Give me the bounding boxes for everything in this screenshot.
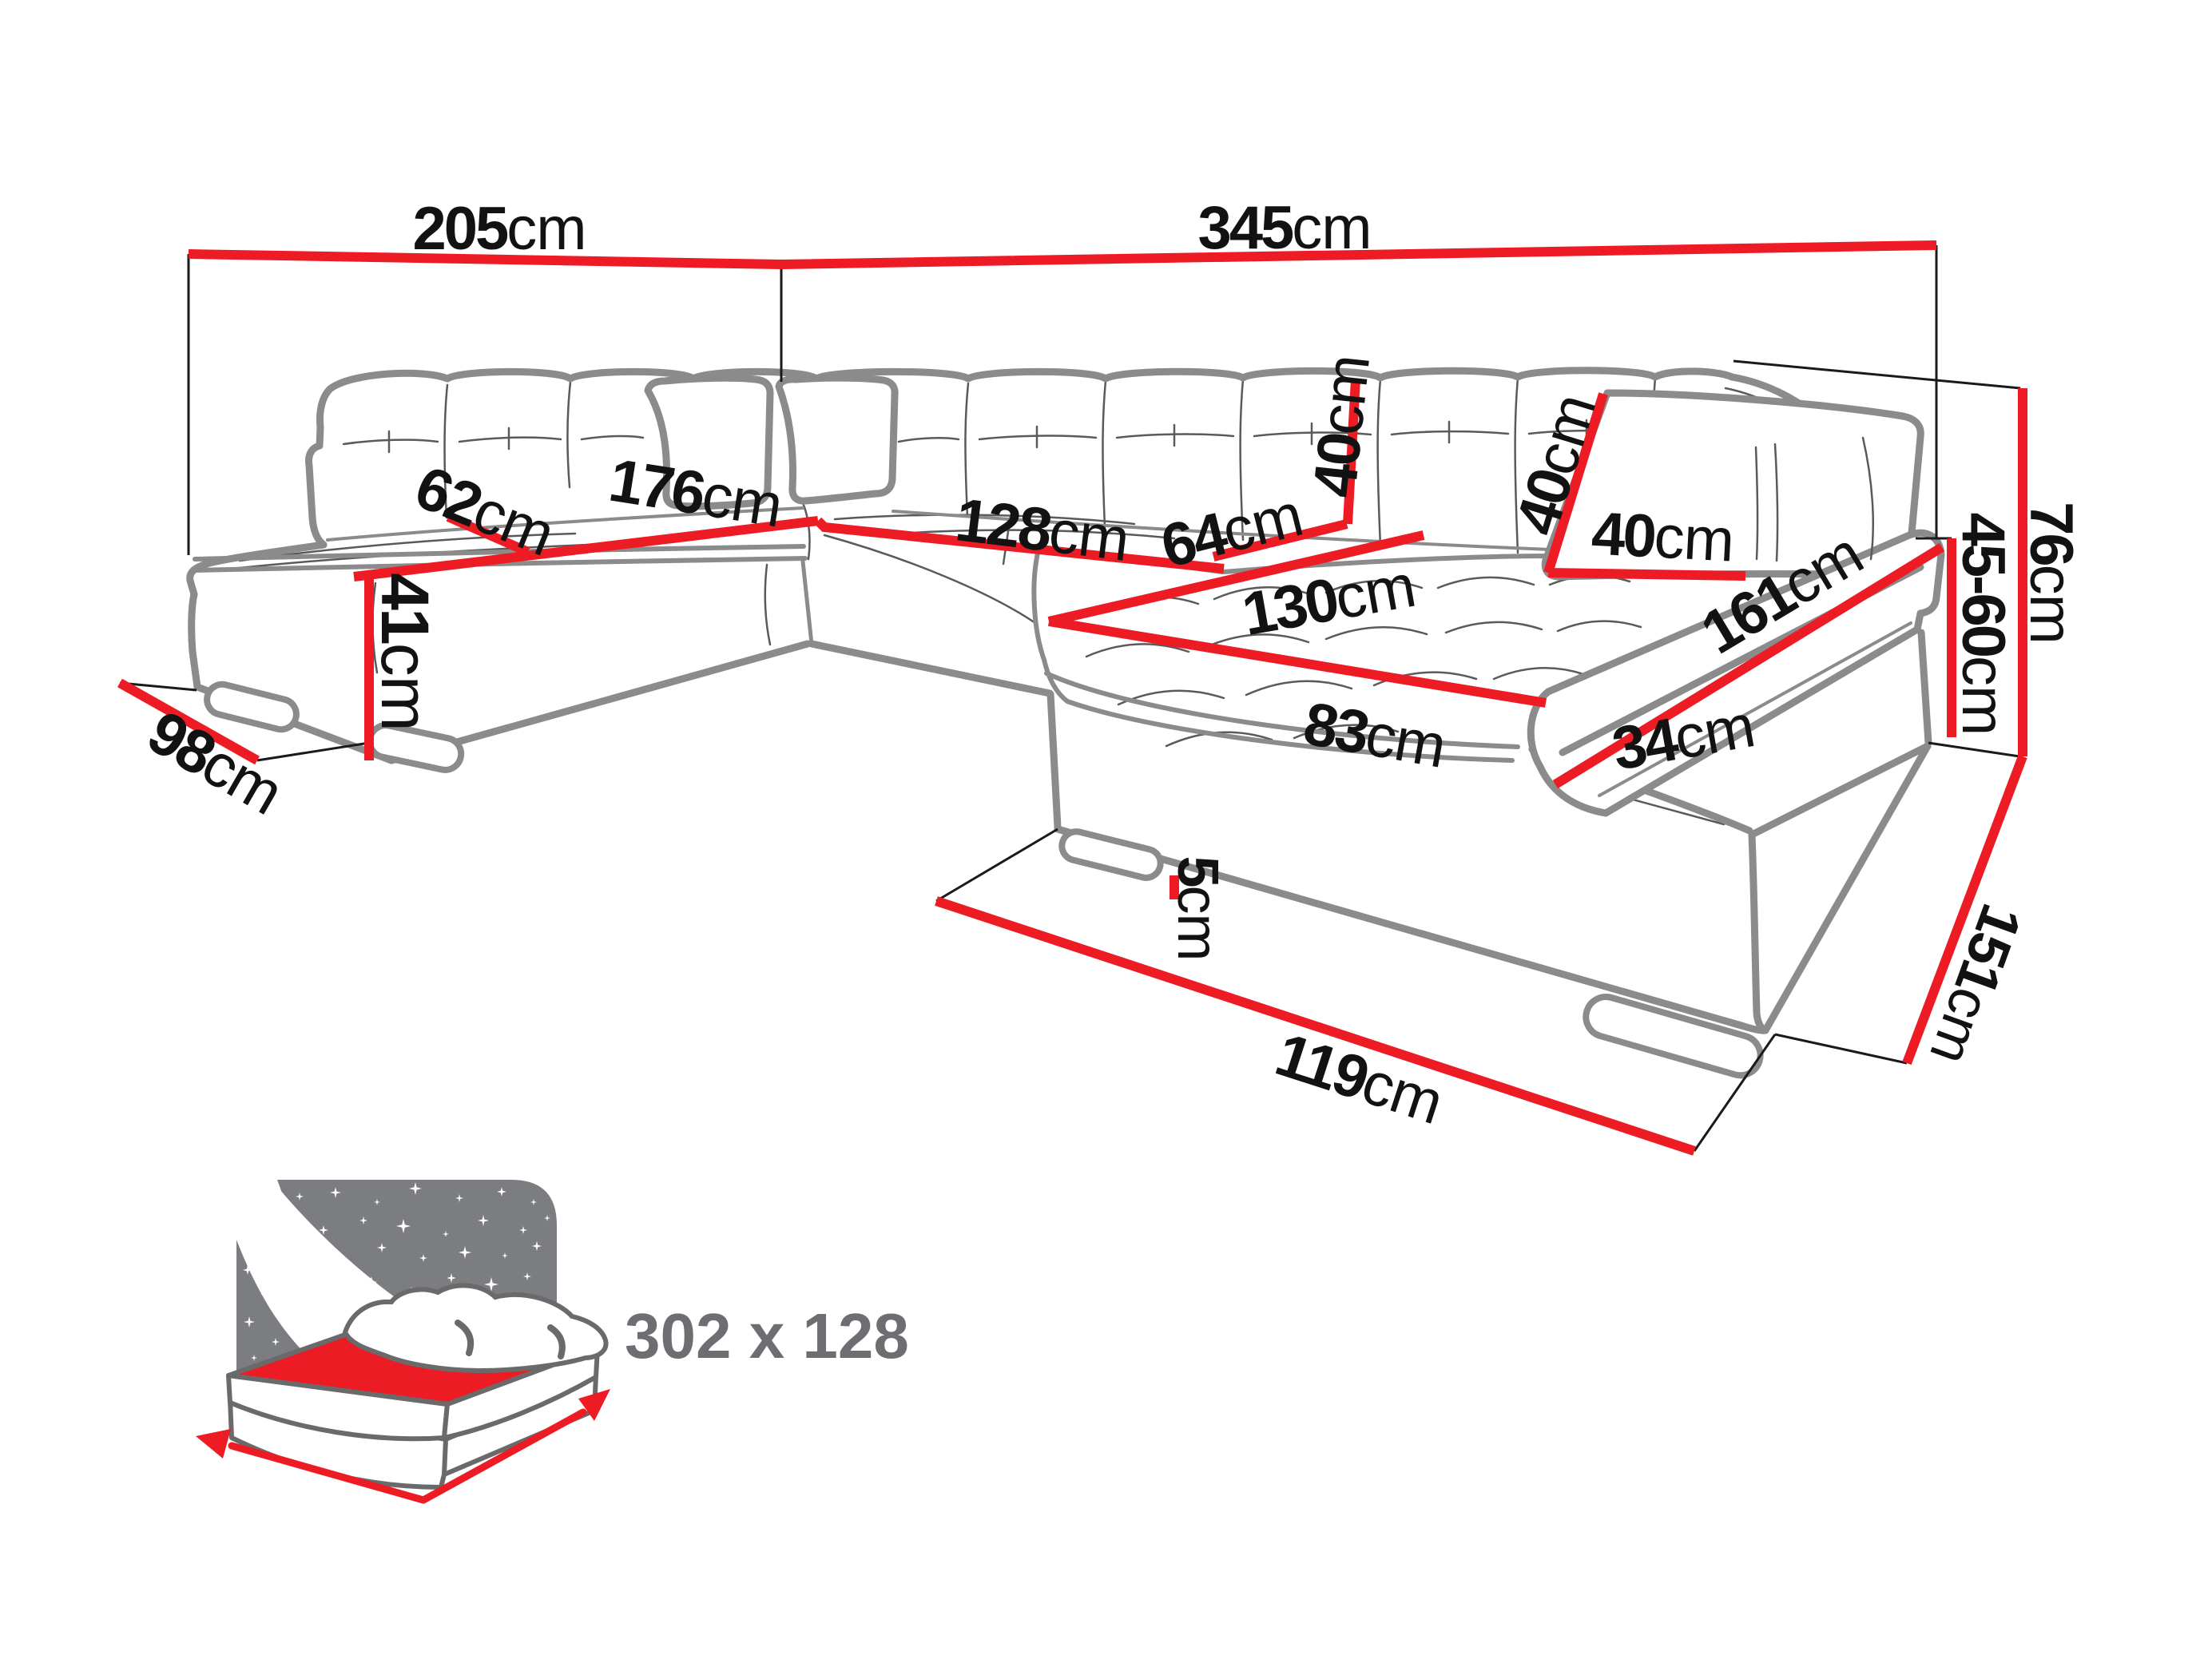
svg-text:40cm: 40cm <box>1590 499 1735 574</box>
svg-text:128cm: 128cm <box>952 486 1133 574</box>
svg-text:83cm: 83cm <box>1299 689 1451 781</box>
svg-text:45-60cm: 45-60cm <box>1949 513 2017 736</box>
svg-text:5cm: 5cm <box>1166 855 1229 960</box>
svg-text:205cm: 205cm <box>412 195 586 263</box>
svg-text:176cm: 176cm <box>605 447 787 541</box>
svg-text:76cm: 76cm <box>2017 502 2085 644</box>
svg-text:130cm: 130cm <box>1237 552 1420 649</box>
svg-text:302 x 128: 302 x 128 <box>625 1300 909 1371</box>
svg-text:40cm: 40cm <box>1301 352 1383 501</box>
svg-text:41cm: 41cm <box>367 573 443 730</box>
svg-text:345cm: 345cm <box>1197 194 1371 262</box>
svg-text:34cm: 34cm <box>1607 692 1759 784</box>
